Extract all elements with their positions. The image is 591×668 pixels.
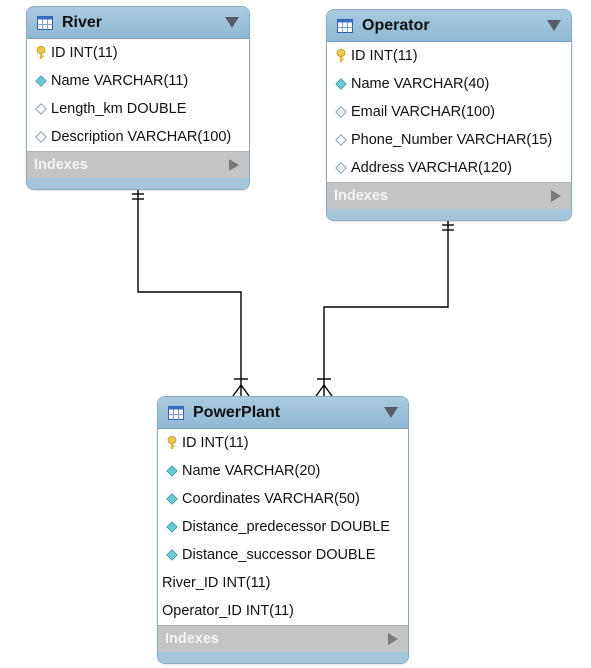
column-row[interactable]: Length_km DOUBLE: [27, 95, 249, 123]
expand-triangle-icon[interactable]: [229, 159, 239, 171]
expand-triangle-icon[interactable]: [551, 190, 561, 202]
column-row[interactable]: ID INT(11): [27, 39, 249, 67]
operator-one-marker: [442, 224, 454, 231]
column-row[interactable]: Coordinates VARCHAR(50): [158, 485, 408, 513]
column-label: ID INT(11): [182, 435, 249, 451]
column-label: Name VARCHAR(20): [182, 463, 321, 479]
column-label: Name VARCHAR(40): [351, 76, 490, 92]
collapse-triangle-icon[interactable]: [225, 17, 239, 28]
column-label: Address VARCHAR(120): [351, 160, 512, 176]
indexes-label: Indexes: [334, 188, 388, 204]
table-powerplant[interactable]: PowerPlant ID INT(11) Name VARCHAR(20) Coo…: [157, 396, 409, 664]
table-grid-icon: [37, 15, 53, 30]
column-label: Email VARCHAR(100): [351, 104, 495, 120]
table-header[interactable]: River: [27, 7, 249, 39]
table-header[interactable]: PowerPlant: [158, 397, 408, 429]
column-label: River_ID INT(11): [162, 575, 271, 591]
indexes-section[interactable]: Indexes: [327, 182, 571, 209]
indexes-label: Indexes: [34, 157, 88, 173]
filled-diamond-icon: [334, 77, 348, 91]
column-label: Operator_ID INT(11): [162, 603, 294, 619]
expand-triangle-icon[interactable]: [388, 633, 398, 645]
filled-diamond-icon: [165, 548, 179, 562]
column-row[interactable]: Distance_successor DOUBLE: [158, 541, 408, 569]
table-footer: [158, 652, 408, 663]
table-river[interactable]: River ID INT(11) Name VARCHAR(11) Length_k…: [26, 6, 250, 190]
filled-diamond-icon: [165, 492, 179, 506]
hollow-diamond-icon: [334, 133, 348, 147]
indexes-section[interactable]: Indexes: [27, 151, 249, 178]
column-row[interactable]: Email VARCHAR(100): [327, 98, 571, 126]
table-grid-icon: [337, 18, 353, 33]
hollow-diamond-icon: [334, 161, 348, 175]
collapse-triangle-icon[interactable]: [384, 407, 398, 418]
column-list: ID INT(11) Name VARCHAR(20) Coordinates VA…: [158, 429, 408, 625]
table-header[interactable]: Operator: [327, 10, 571, 42]
collapse-triangle-icon[interactable]: [547, 20, 561, 31]
column-row[interactable]: Description VARCHAR(100): [27, 123, 249, 151]
column-row[interactable]: Name VARCHAR(20): [158, 457, 408, 485]
filled-diamond-icon: [165, 464, 179, 478]
table-footer: [27, 178, 249, 189]
hollow-diamond-icon: [334, 105, 348, 119]
column-row[interactable]: ID INT(11): [158, 429, 408, 457]
river-powerplant-line[interactable]: [137, 188, 242, 396]
river-one-marker: [132, 193, 144, 200]
column-list: ID INT(11) Name VARCHAR(11) Length_km DOUB…: [27, 39, 249, 151]
column-label: ID INT(11): [351, 48, 418, 64]
hollow-diamond-icon: [34, 130, 48, 144]
powerplant-many-marker-operator: [315, 378, 333, 397]
column-label: Description VARCHAR(100): [51, 129, 232, 145]
filled-diamond-icon: [165, 520, 179, 534]
table-grid-icon: [168, 405, 184, 420]
key-icon: [334, 49, 348, 63]
table-title: River: [62, 13, 103, 31]
column-row[interactable]: Name VARCHAR(40): [327, 70, 571, 98]
hollow-diamond-icon: [34, 102, 48, 116]
table-operator[interactable]: Operator ID INT(11) Name VARCHAR(40) Email…: [326, 9, 572, 221]
column-row[interactable]: Operator_ID INT(11): [158, 597, 408, 625]
column-row[interactable]: Distance_predecessor DOUBLE: [158, 513, 408, 541]
column-list: ID INT(11) Name VARCHAR(40) Email VARCHAR(…: [327, 42, 571, 182]
column-label: Length_km DOUBLE: [51, 101, 187, 117]
table-title: Operator: [362, 16, 430, 34]
column-row[interactable]: Address VARCHAR(120): [327, 154, 571, 182]
column-row[interactable]: Name VARCHAR(11): [27, 67, 249, 95]
column-label: Distance_predecessor DOUBLE: [182, 519, 390, 535]
column-label: Phone_Number VARCHAR(15): [351, 132, 553, 148]
key-icon: [34, 46, 48, 60]
table-title: PowerPlant: [193, 403, 281, 421]
indexes-section[interactable]: Indexes: [158, 625, 408, 652]
column-row[interactable]: ID INT(11): [327, 42, 571, 70]
column-label: Distance_successor DOUBLE: [182, 547, 376, 563]
key-icon: [165, 436, 179, 450]
table-footer: [327, 209, 571, 220]
column-row[interactable]: River_ID INT(11): [158, 569, 408, 597]
column-label: ID INT(11): [51, 45, 118, 61]
indexes-label: Indexes: [165, 631, 219, 647]
column-label: Name VARCHAR(11): [51, 73, 189, 89]
column-row[interactable]: Phone_Number VARCHAR(15): [327, 126, 571, 154]
operator-powerplant-line[interactable]: [323, 218, 449, 396]
powerplant-many-marker-river: [232, 378, 250, 397]
filled-diamond-icon: [34, 74, 48, 88]
column-label: Coordinates VARCHAR(50): [182, 491, 360, 507]
